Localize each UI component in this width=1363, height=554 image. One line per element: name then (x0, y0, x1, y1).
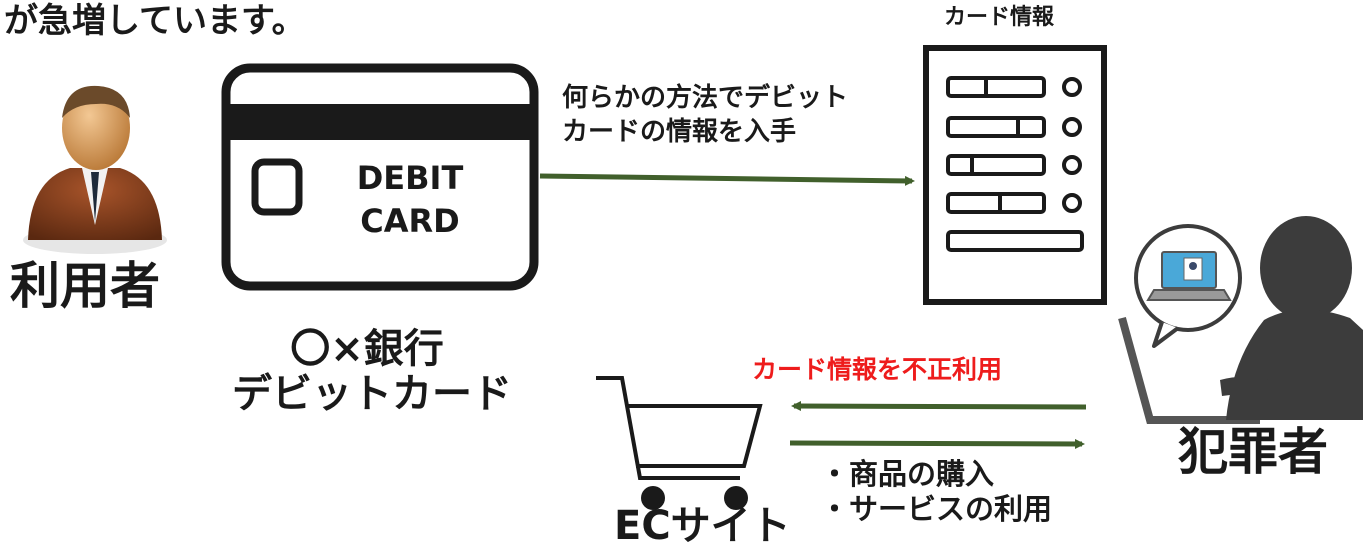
ec-site-label: ECサイト (614, 503, 791, 549)
server-icon (923, 45, 1107, 305)
bank-card-label: 〇×銀行 デビットカード (232, 326, 512, 417)
debit-card-line2: CARD (360, 202, 460, 241)
headline-text: が急増しています。 (4, 1, 306, 41)
debit-card-text: DEBIT CARD (330, 157, 490, 243)
acquire-label-line2: カードの情報を入手 (562, 116, 797, 147)
criminal-silhouette-icon (1118, 216, 1363, 424)
purchase-item-goods: ・商品の購入 (820, 457, 995, 491)
laptop-thought-bubble-icon (1134, 224, 1242, 348)
user-person-icon (23, 85, 167, 254)
shopping-cart-icon (596, 376, 763, 510)
purchase-list: ・商品の購入 ・サービスの利用 (820, 457, 1052, 528)
acquire-label-line1: 何らかの方法でデビット (562, 83, 849, 113)
purchase-item-services: ・サービスの利用 (820, 492, 1053, 527)
card-type: デビットカード (232, 370, 512, 417)
fraud-arrow (791, 401, 1087, 412)
user-label: 利用者 (10, 257, 160, 315)
debit-card-line1: DEBIT (356, 159, 464, 197)
debit-card-icon (221, 63, 539, 291)
purchase-arrow (789, 438, 1085, 449)
acquire-arrow (539, 173, 915, 186)
bank-name: 〇×銀行 (290, 326, 444, 372)
acquire-label: 何らかの方法でデビット カードの情報を入手 (562, 82, 848, 150)
criminal-label: 犯罪者 (1178, 423, 1328, 481)
fraud-label: カード情報を不正利用 (752, 355, 1003, 384)
server-title: カード情報 (944, 5, 1055, 30)
